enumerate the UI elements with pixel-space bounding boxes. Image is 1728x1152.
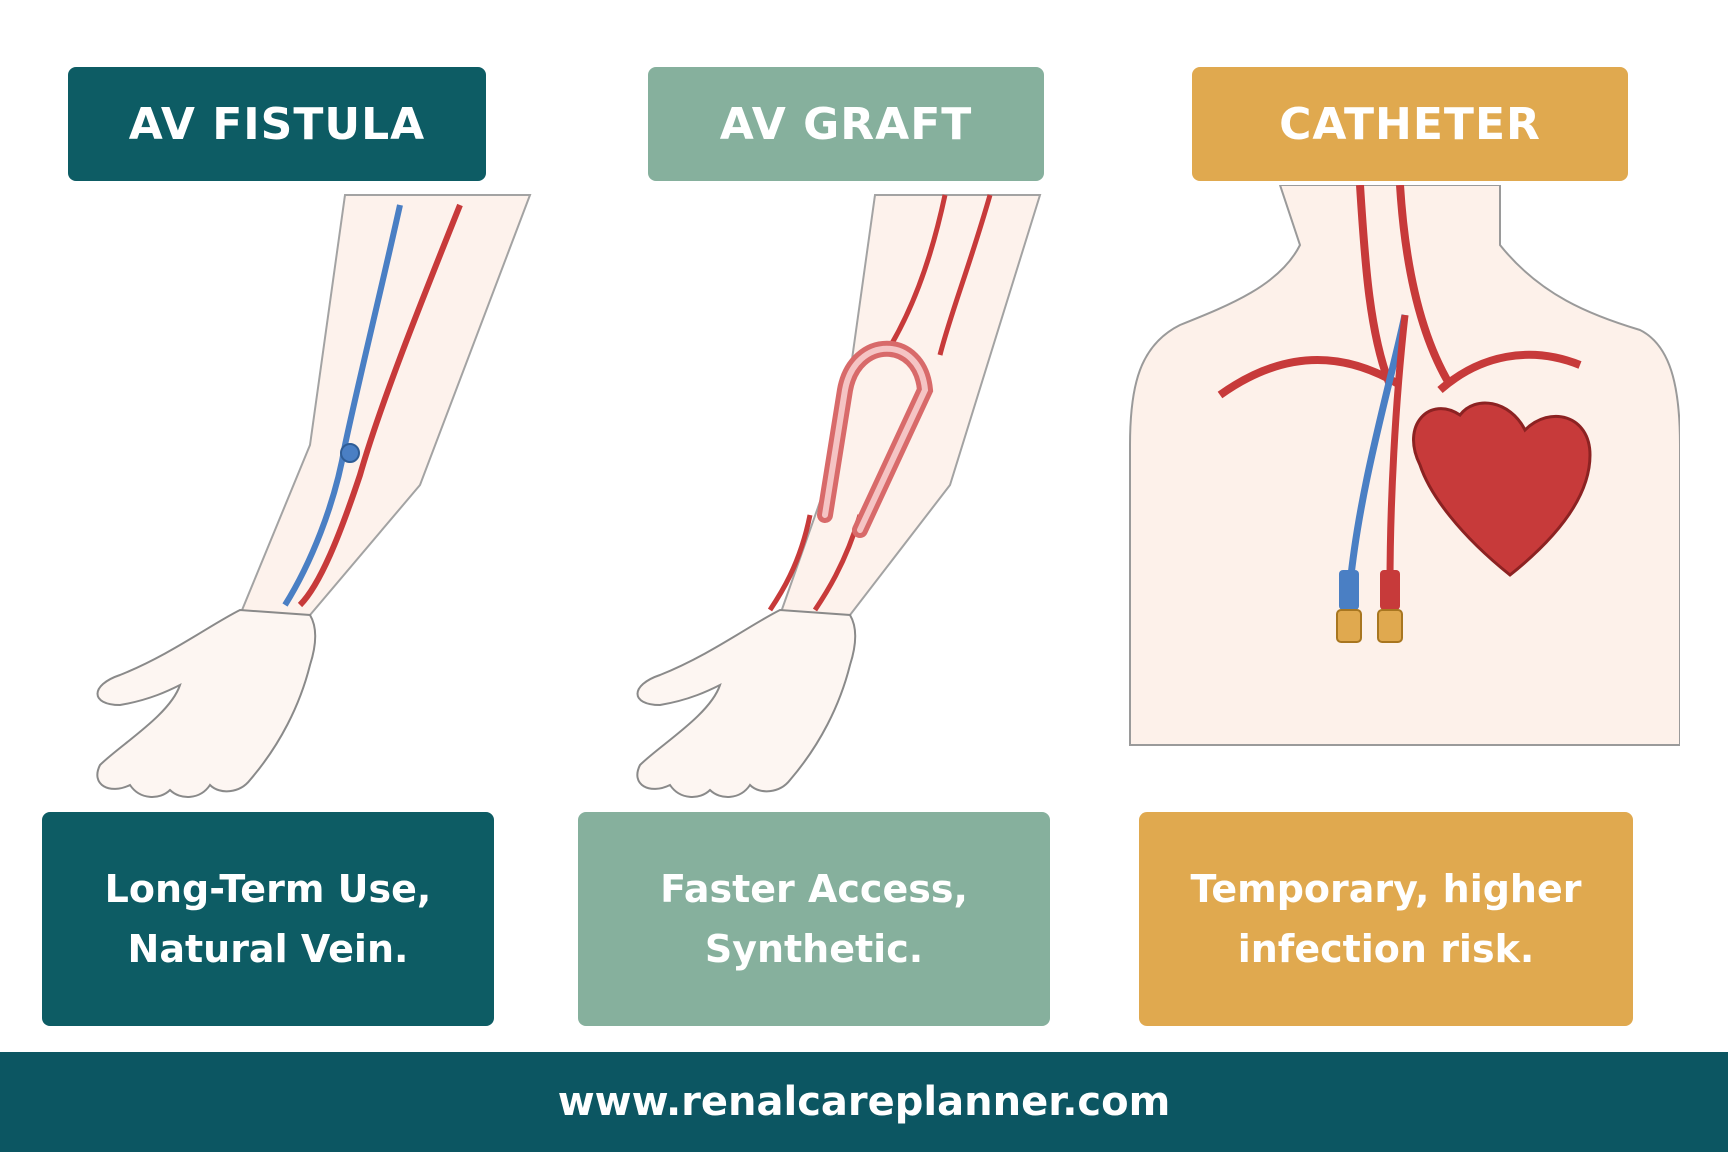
catheter-blue-cap [1336,609,1362,643]
fistula-artery [297,203,463,608]
catheter-description: Temporary, higher infection risk. [1139,812,1633,1026]
graft-desc-line1: Faster Access, [660,867,968,911]
graft-description: Faster Access, Synthetic. [578,812,1050,1026]
catheter-blue-hub [1339,570,1359,610]
footer-url[interactable]: www.renalcareplanner.com [557,1079,1171,1125]
catheter-desc-line1: Temporary, higher [1190,867,1582,911]
fistula-title: AV FISTULA [68,67,486,181]
graft-arm-illustration [636,194,1042,798]
catheter-red-hub [1380,570,1400,610]
catheter-red-line [1386,314,1409,586]
footer-bar: www.renalcareplanner.com [0,1052,1728,1152]
fistula-description: Long-Term Use, Natural Vein. [42,812,494,1026]
catheter-chest-illustration [1129,185,1680,746]
graft-artery [767,194,993,612]
graft-desc-line2: Synthetic. [704,927,924,971]
heart-shape [1412,401,1592,577]
graft-title: AV GRAFT [648,67,1044,181]
catheter-desc-line2: infection risk. [1237,927,1535,971]
fistula-arm-illustration [96,194,532,798]
subclavian-vessels [1217,350,1582,399]
fistula-desc-line2: Natural Vein. [127,927,409,971]
fistula-hand [96,608,317,798]
graft-hand [636,608,857,798]
chest-skin [1129,185,1680,746]
catheter-title: CATHETER [1192,67,1628,181]
fistula-desc-line1: Long-Term Use, [104,867,432,911]
graft-loop-inner [822,345,929,533]
fistula-anastomosis [340,443,360,463]
catheter-red-cap [1377,609,1403,643]
neck-artery [1356,185,1454,388]
